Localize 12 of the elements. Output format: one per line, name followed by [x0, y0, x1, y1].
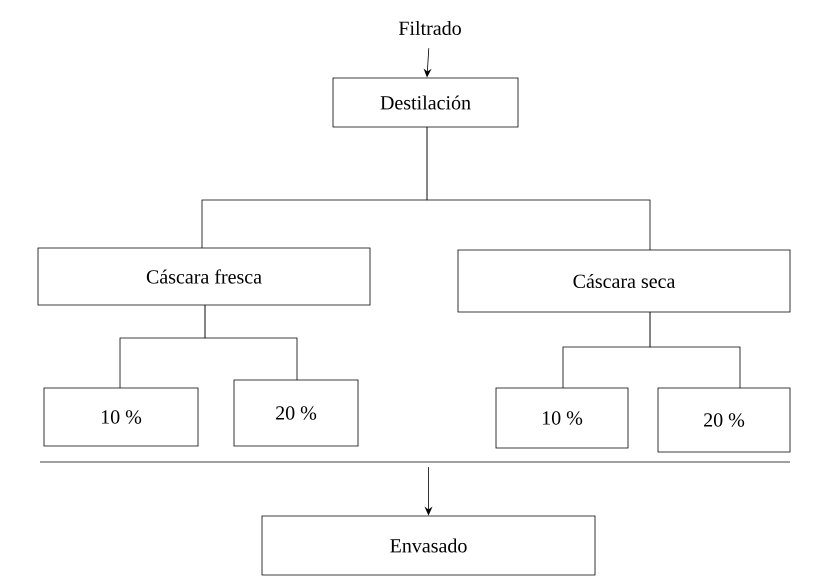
- process-box: 10 %: [496, 388, 628, 448]
- connector-line: [426, 126, 650, 250]
- connector-line: [204, 304, 298, 380]
- process-box: 20 %: [234, 380, 358, 446]
- process-box: Destilación: [332, 78, 518, 128]
- process-box: 20 %: [658, 388, 790, 452]
- process-box: Envasado: [262, 516, 596, 576]
- process-box: Cáscara seca: [458, 250, 790, 312]
- connector-line: [650, 312, 740, 388]
- input-label: Filtrado: [398, 20, 461, 36]
- process-box: Cáscara fresca: [38, 248, 370, 306]
- process-box: 10 %: [44, 388, 198, 446]
